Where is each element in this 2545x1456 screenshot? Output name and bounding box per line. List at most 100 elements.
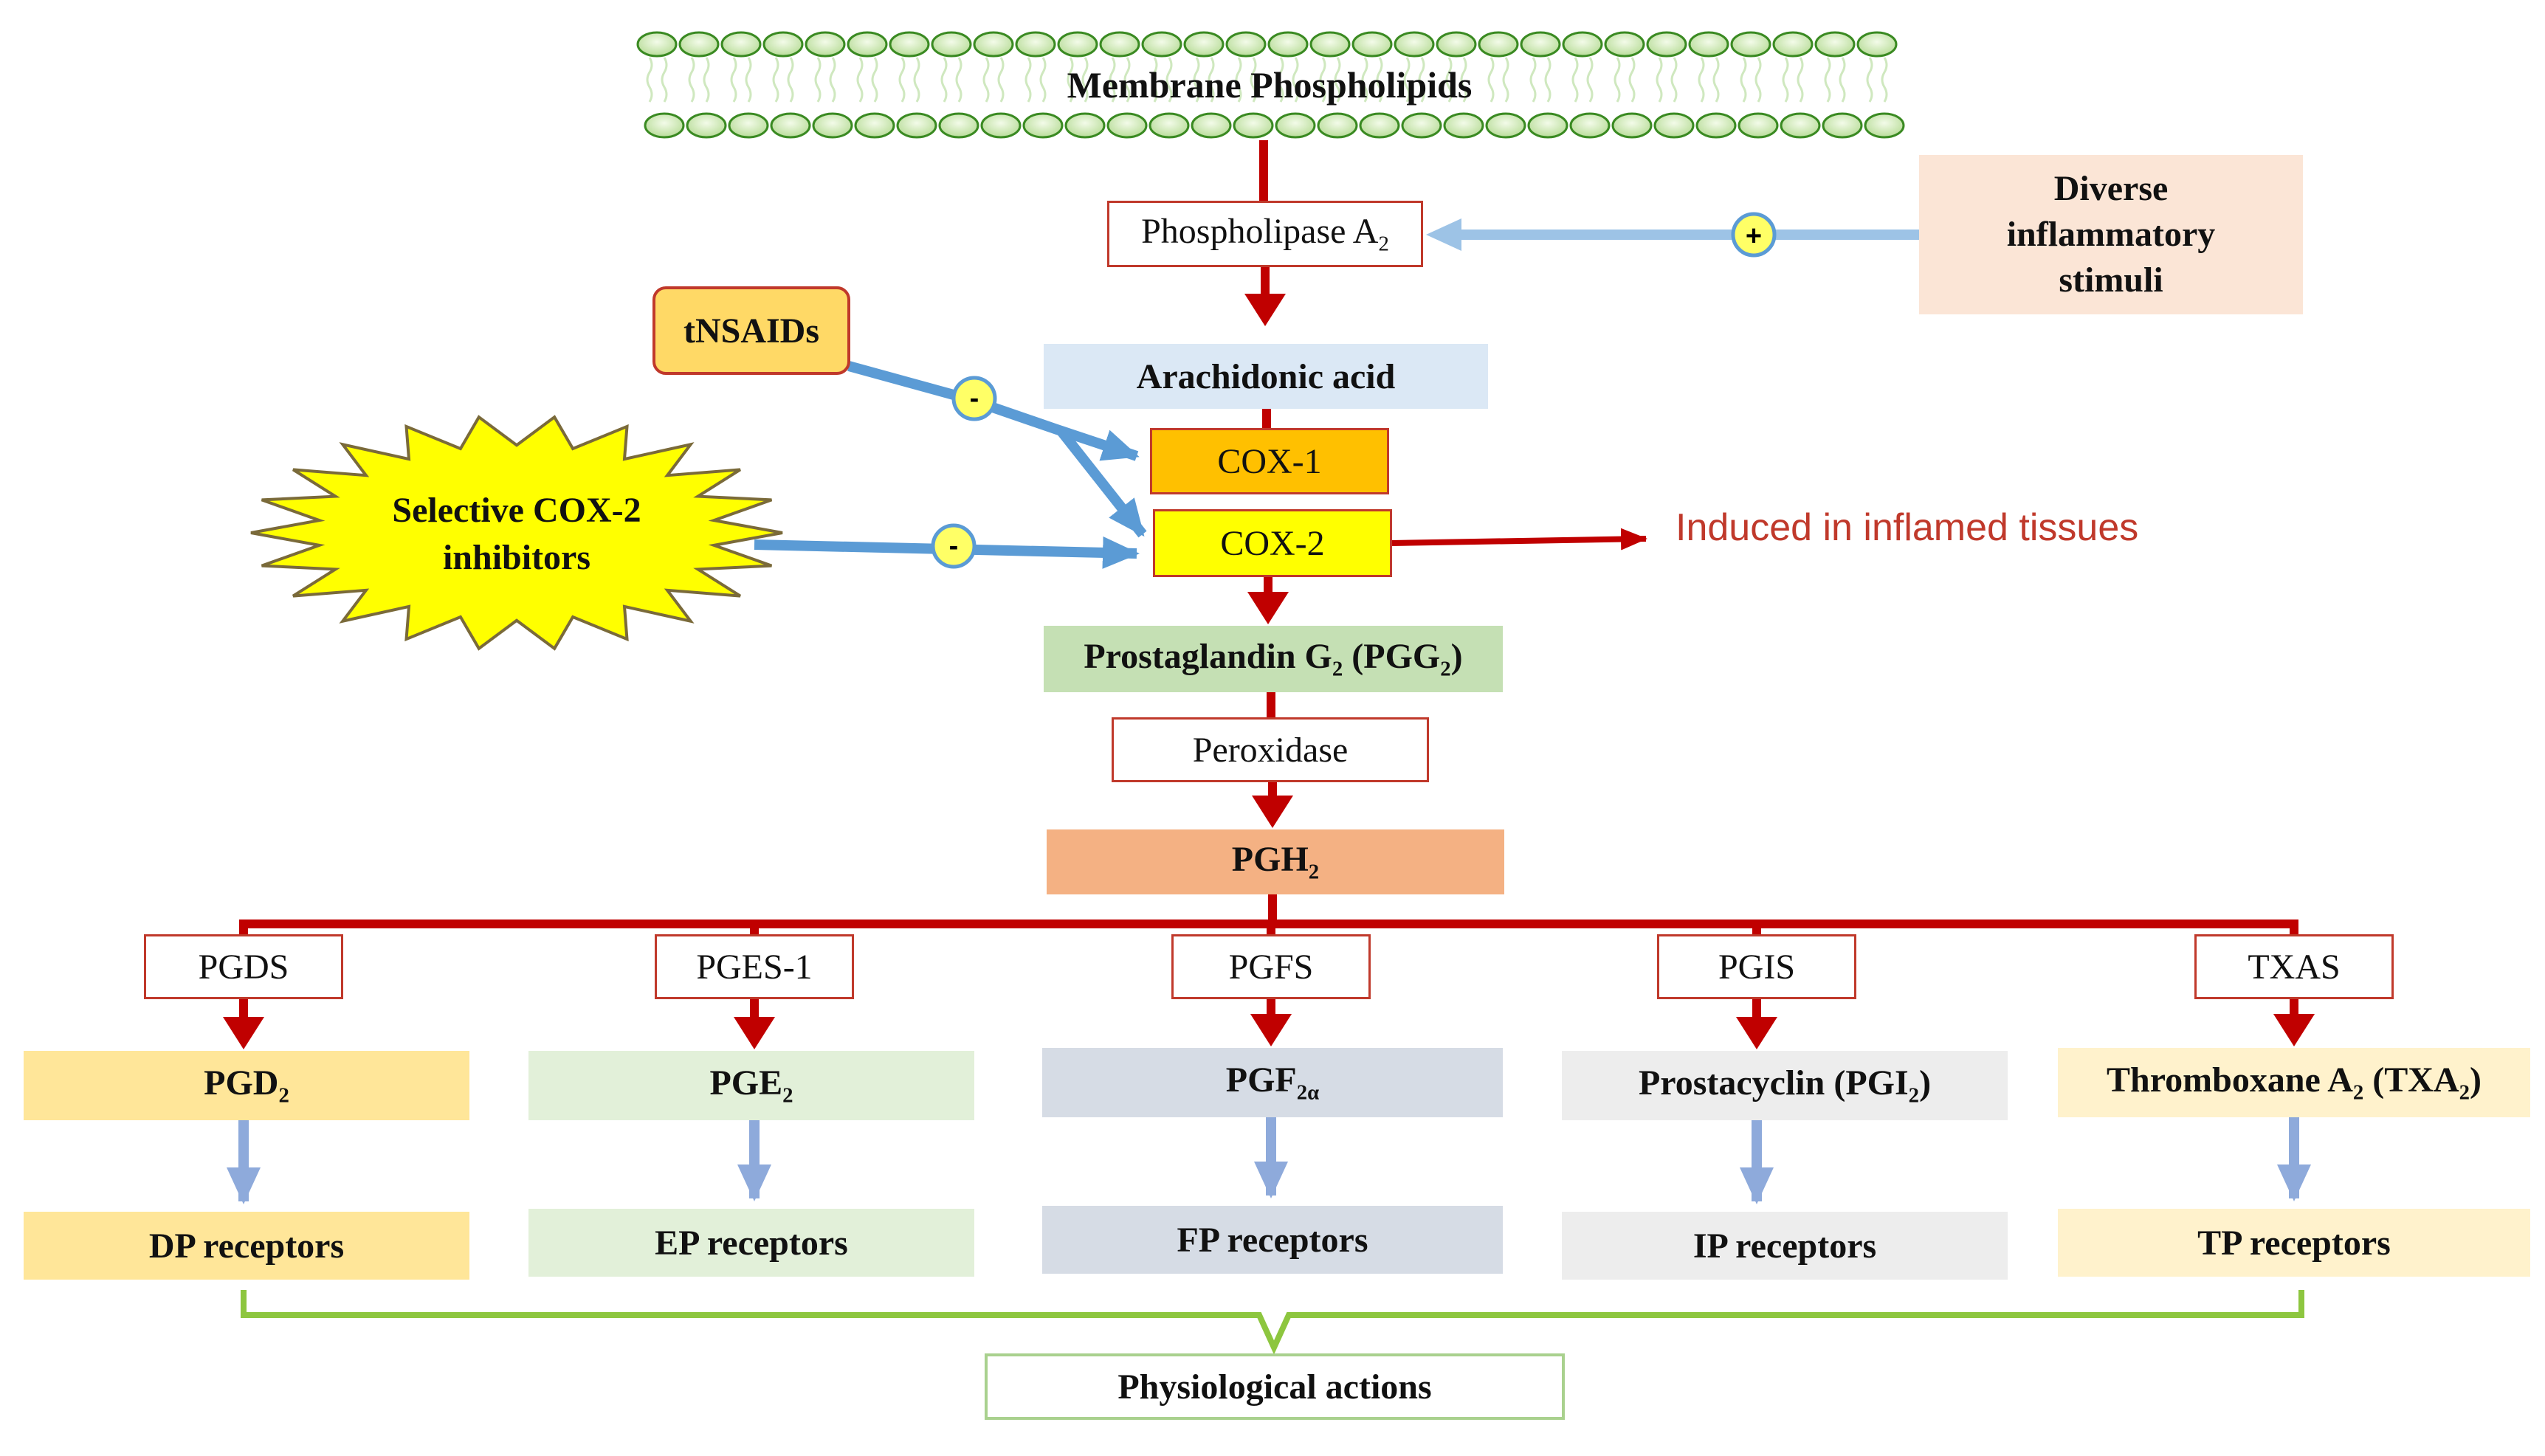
phospholipid-head bbox=[1814, 31, 1856, 58]
phospholipid-tail bbox=[1123, 57, 1131, 103]
phospholipid-tail bbox=[814, 57, 822, 103]
branch-product-label: PGD2 bbox=[204, 1063, 289, 1108]
phospholipid-tail bbox=[1024, 57, 1032, 103]
branch-product-label: PGF2α bbox=[1225, 1060, 1320, 1105]
phospholipid-tail bbox=[1628, 57, 1636, 103]
cox1-label: COX-1 bbox=[1217, 441, 1322, 481]
phospholipid-head bbox=[1688, 31, 1729, 58]
phospholipid-tail bbox=[787, 57, 794, 103]
arachidonic-acid-box: Arachidonic acid bbox=[1044, 344, 1488, 409]
phospholipid-head bbox=[686, 112, 727, 139]
phospholipid-head bbox=[1064, 112, 1106, 139]
branch-enzyme-label: PGIS bbox=[1718, 947, 1796, 987]
phospholipid-head bbox=[1520, 31, 1561, 58]
phospholipid-head bbox=[644, 112, 685, 139]
phospholipid-head bbox=[1267, 31, 1309, 58]
phospholipid-head bbox=[805, 31, 846, 58]
phospholipid-head bbox=[1611, 112, 1653, 139]
phospholipid-tail bbox=[1670, 57, 1678, 103]
phospholipid-head bbox=[1738, 112, 1779, 139]
branch-receptor-box: DP receptors bbox=[24, 1212, 469, 1280]
phospholipid-tail bbox=[1208, 57, 1215, 103]
phospholipid-tail bbox=[1460, 57, 1467, 103]
phospholipid-head bbox=[847, 31, 888, 58]
cox2-box: COX-2 bbox=[1153, 509, 1392, 577]
phospholipid-head bbox=[1646, 31, 1687, 58]
phospholipid-tail bbox=[1250, 57, 1257, 103]
enzyme-to-product-arrowhead bbox=[1250, 1014, 1292, 1046]
phospholipid-tail bbox=[940, 57, 948, 103]
phospholipid-head bbox=[1022, 112, 1064, 139]
branch-enzyme-box: PGFS bbox=[1171, 934, 1371, 999]
phospholipid-head bbox=[938, 112, 979, 139]
tnsaids-to-cox1-arrow bbox=[847, 361, 1140, 461]
branch-receptor-box: EP receptors bbox=[528, 1209, 974, 1277]
phospholipid-head bbox=[1695, 112, 1737, 139]
phospholipid-tail bbox=[871, 57, 878, 103]
enzyme-to-product-arrowhead bbox=[1736, 1017, 1777, 1049]
phospholipid-head bbox=[1604, 31, 1645, 58]
plus-sign-circle: + bbox=[1731, 212, 1777, 258]
phospholipid-head bbox=[1772, 31, 1814, 58]
branch-product-label: PGE2 bbox=[709, 1063, 793, 1108]
svg-text:-: - bbox=[970, 383, 979, 414]
branch-enzyme-box: PGDS bbox=[144, 934, 343, 999]
phospholipid-tail bbox=[1193, 57, 1200, 103]
phospholipid-tail bbox=[955, 57, 962, 103]
phospholipid-tail bbox=[982, 57, 990, 103]
branch-enzyme-box: TXAS bbox=[2194, 934, 2394, 999]
branch-receptor-label: FP receptors bbox=[1177, 1220, 1368, 1260]
tnsaids-label: tNSAIDs bbox=[683, 311, 820, 351]
phospholipid-head bbox=[1569, 112, 1611, 139]
phospholipid-head bbox=[1351, 31, 1393, 58]
branch-product-box: Prostacyclin (PGI2) bbox=[1562, 1051, 2008, 1120]
branch-enzyme-label: TXAS bbox=[2248, 947, 2341, 987]
tnsaids-to-cox2-arrow bbox=[1055, 426, 1147, 538]
pgg2-box: Prostaglandin G2 (PGG2) bbox=[1044, 626, 1503, 692]
phospholipid-head bbox=[1401, 112, 1442, 139]
phospholipid-tail bbox=[856, 57, 864, 103]
phospholipid-head bbox=[1443, 112, 1484, 139]
selective-cox2-starburst bbox=[250, 415, 783, 651]
phospholipid-tail bbox=[1418, 57, 1425, 103]
phospholipid-head bbox=[1057, 31, 1098, 58]
phospholipid-tail bbox=[1571, 57, 1579, 103]
branch-product-box: Thromboxane A2 (TXA2) bbox=[2058, 1048, 2530, 1117]
phospholipid-head bbox=[1478, 31, 1519, 58]
phospholipid-head bbox=[1191, 112, 1232, 139]
arrowhead-to-arachidonic bbox=[1244, 294, 1286, 326]
phospholipid-tail bbox=[1445, 57, 1453, 103]
branch-receptor-label: TP receptors bbox=[2197, 1223, 2391, 1263]
phospholipid-tail bbox=[1361, 57, 1368, 103]
stimuli-line-1: Diverse bbox=[2053, 169, 2169, 208]
phospholipid-tail bbox=[1334, 57, 1341, 103]
phospholipid-head bbox=[1099, 31, 1140, 58]
phospholipid-tail bbox=[1529, 57, 1537, 103]
phospholipid-tail bbox=[1839, 57, 1846, 103]
physiological-bracket bbox=[241, 1290, 2304, 1355]
phospholipid-tail bbox=[1277, 57, 1284, 103]
phospholipid-head bbox=[678, 31, 720, 58]
phospholipid-tail bbox=[1081, 57, 1089, 103]
branch-receptor-label: DP receptors bbox=[148, 1226, 345, 1266]
phospholipid-head bbox=[1562, 31, 1603, 58]
phospholipid-tail bbox=[1712, 57, 1720, 103]
phospholipid-head bbox=[720, 31, 762, 58]
branch-enzyme-label: PGFS bbox=[1228, 947, 1314, 987]
phospholipid-head bbox=[1730, 31, 1771, 58]
arrowhead-to-pgg2 bbox=[1247, 592, 1289, 624]
phospholipid-tail bbox=[1292, 57, 1299, 103]
phospholipid-tail bbox=[745, 57, 752, 103]
phospholipid-tail bbox=[1782, 57, 1789, 103]
phospholipid-tail bbox=[1067, 57, 1074, 103]
phospholipid-tail bbox=[1656, 57, 1663, 103]
branch-receptor-box: FP receptors bbox=[1042, 1206, 1503, 1274]
branch-enzyme-label: PGDS bbox=[198, 947, 289, 987]
svg-text:-: - bbox=[949, 531, 959, 562]
phospholipid-tail bbox=[1487, 57, 1495, 103]
phospholipid-head bbox=[636, 31, 678, 58]
phospholipid-head bbox=[889, 31, 930, 58]
phospholipid-head bbox=[1148, 112, 1190, 139]
phospholipid-head bbox=[980, 112, 1022, 139]
arrowhead-to-pgh2 bbox=[1252, 796, 1293, 828]
